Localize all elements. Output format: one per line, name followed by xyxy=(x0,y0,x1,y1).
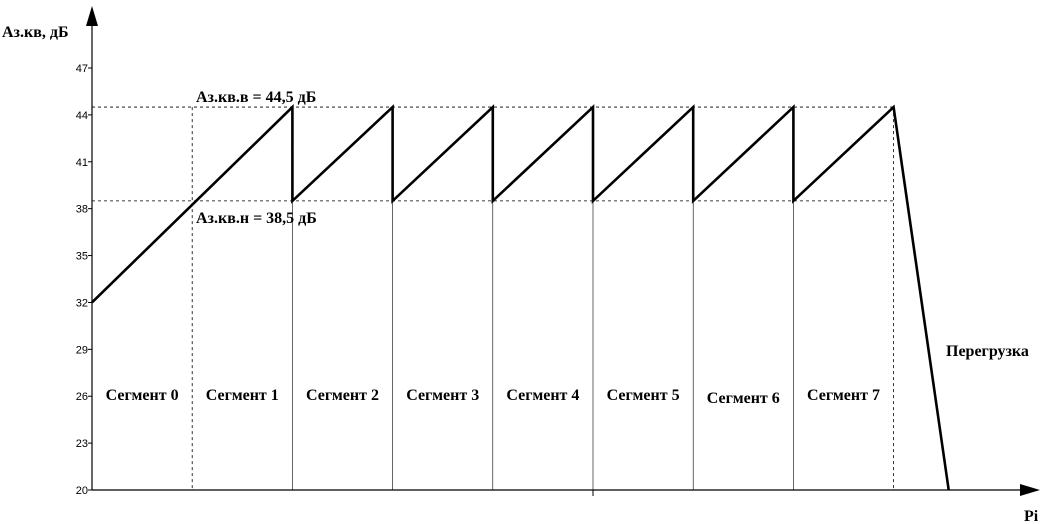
segment-label: Сегмент 5 xyxy=(607,387,680,404)
x-axis-arrow-icon xyxy=(1020,484,1040,496)
segment-labels: Сегмент 0 Сегмент 1 Сегмент 2 Сегмент 3 Сегм… xyxy=(106,387,880,407)
y-tick-label: 29 xyxy=(76,344,88,356)
x-axis-label: Pi xyxy=(1024,508,1039,524)
y-ticks: 20 23 26 29 32 35 38 41 44 47 xyxy=(76,63,92,497)
y-tick-label: 23 xyxy=(76,438,88,450)
reference-lines xyxy=(92,106,894,202)
y-tick-label: 35 xyxy=(76,251,88,263)
y-tick-label: 44 xyxy=(76,110,88,122)
segment-label: Сегмент 3 xyxy=(406,387,479,404)
y-tick-label: 32 xyxy=(76,297,88,309)
y-tick-label: 26 xyxy=(76,391,88,403)
axes xyxy=(86,6,1040,496)
segment-label: Сегмент 7 xyxy=(807,387,880,404)
y-tick-label: 41 xyxy=(76,157,88,169)
segment-label: Сегмент 2 xyxy=(306,387,379,404)
y-axis-arrow-icon xyxy=(86,6,98,26)
y-axis-label: Аз.кв, дБ xyxy=(2,24,69,41)
series xyxy=(91,104,950,491)
y-tick-label: 38 xyxy=(76,204,88,216)
segment-label: Сегмент 6 xyxy=(707,390,780,407)
segment-dividers xyxy=(191,107,894,490)
segment-label: Сегмент 4 xyxy=(506,387,579,404)
segment-label: Сегмент 0 xyxy=(106,387,179,404)
overload-label: Перегрузка xyxy=(946,343,1029,360)
reference-label-lower: Аз.кв.н = 38,5 дБ xyxy=(196,210,317,227)
y-tick-label: 20 xyxy=(76,485,88,497)
reference-label-upper: Аз.кв.в = 44,5 дБ xyxy=(196,89,316,106)
segment-label: Сегмент 1 xyxy=(206,387,279,404)
y-tick-label: 47 xyxy=(76,63,88,75)
series-line xyxy=(91,104,950,491)
